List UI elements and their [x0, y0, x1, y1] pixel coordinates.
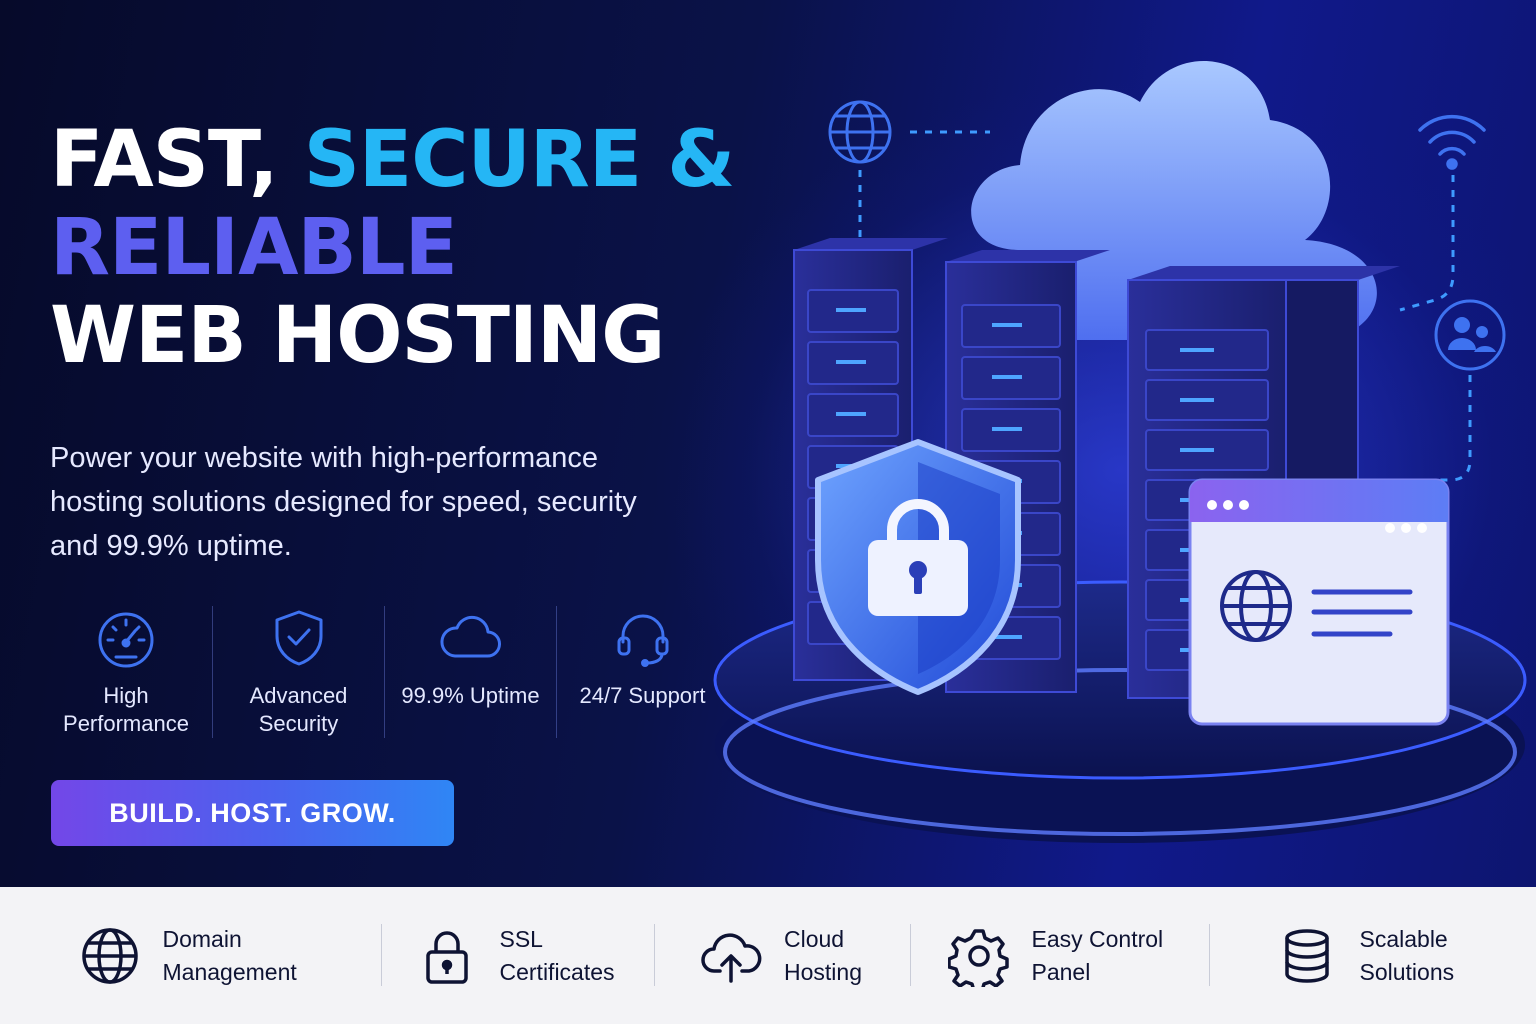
service-domain-management[interactable]: Domain Management: [0, 916, 381, 996]
feature-high-performance: High Performance: [40, 606, 212, 738]
hero-banner: FAST, SECURE & RELIABLE WEB HOSTING Powe…: [0, 0, 1536, 887]
padlock-icon: [425, 930, 468, 984]
headline-highlight: SECURE &: [303, 115, 736, 205]
users-icon: [1434, 299, 1506, 371]
security-shield-icon: [815, 439, 1021, 695]
browser-window-icon: [1188, 478, 1450, 726]
feature-support: 24/7 Support: [556, 606, 728, 738]
cloud-upload-icon: [701, 932, 762, 983]
hosting-illustration: [713, 60, 1527, 843]
feature-uptime: 99.9% Uptime: [384, 606, 556, 738]
cta-button[interactable]: BUILD. HOST. GROW.: [51, 780, 454, 846]
headline-line-2: RELIABLE: [50, 203, 458, 293]
globe-icon: [81, 927, 138, 984]
headline: FAST, SECURE & RELIABLE WEB HOSTING: [50, 115, 736, 382]
feature-advanced-security: Advanced Security: [212, 606, 384, 738]
feature-list: High Performance Advanced Security 99.9%…: [40, 606, 728, 738]
wifi-icon: [1418, 114, 1486, 170]
service-cloud-hosting[interactable]: Cloud Hosting: [654, 916, 910, 996]
speedometer-icon: [98, 612, 154, 668]
hero-subtitle: Power your website with high-performance…: [50, 442, 637, 562]
services-bar: Domain Management SSL Certificates Cloud…: [0, 887, 1536, 1024]
headset-icon: [617, 614, 668, 667]
cloud-icon: [439, 615, 501, 658]
service-easy-control-panel[interactable]: Easy Control Panel: [910, 916, 1209, 996]
gear-icon: [947, 928, 1009, 987]
database-icon: [1284, 928, 1329, 983]
shield-check-icon: [275, 610, 322, 666]
globe-node-icon: [828, 100, 892, 164]
headline-line-3: WEB HOSTING: [50, 291, 665, 381]
service-ssl-certificates[interactable]: SSL Certificates: [381, 916, 654, 996]
network-connectors: [858, 130, 1472, 482]
service-scalable-solutions[interactable]: Scalable Solutions: [1209, 916, 1536, 996]
headline-line-1: FAST, SECURE &: [50, 115, 736, 205]
server-rack-2: [945, 250, 1110, 693]
